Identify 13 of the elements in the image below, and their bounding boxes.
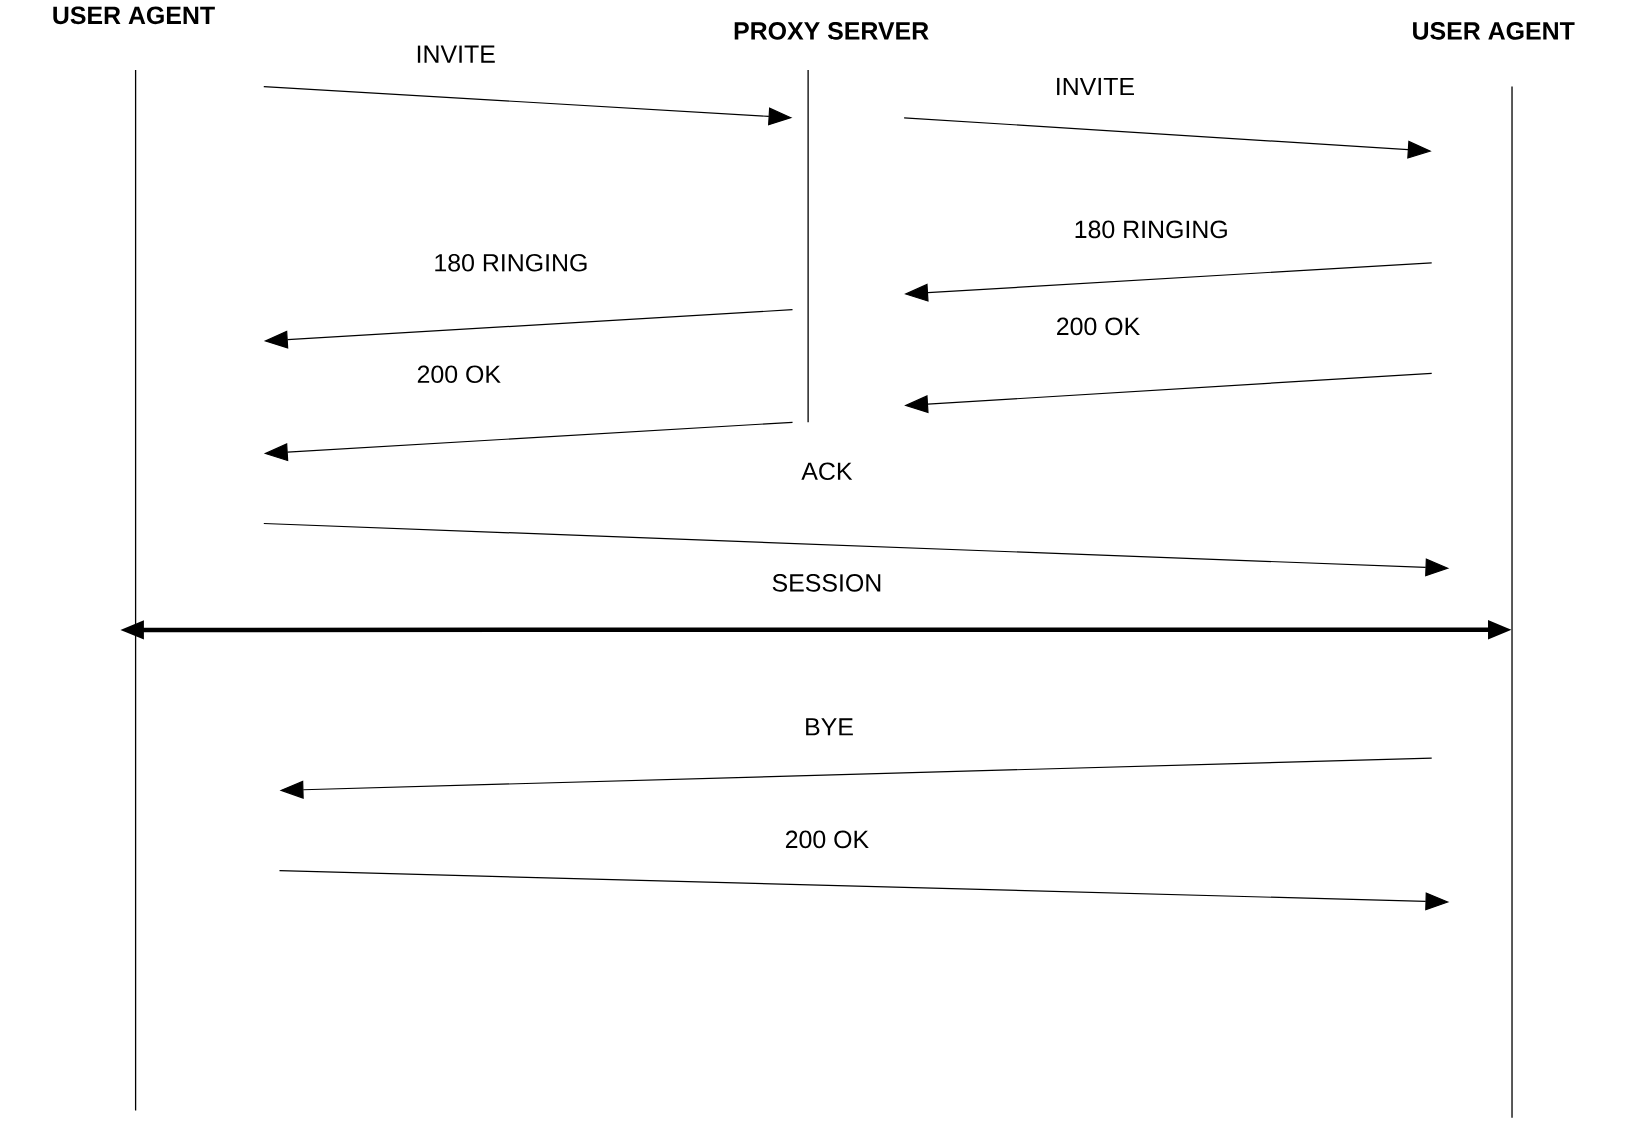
edge-label: INVITE xyxy=(414,44,497,64)
participant-lifeline: USER AGENT xyxy=(1342,22,1635,1119)
edge-label: 200 OK xyxy=(415,364,503,385)
edge-label: 200 OK xyxy=(783,829,871,850)
edge-label: ACK xyxy=(800,461,854,482)
participant-lifeline: PROXY SERVER xyxy=(679,22,983,423)
edge-label: 180 RINGING xyxy=(432,252,590,273)
edge-label: INVITE xyxy=(1053,76,1137,97)
participant-lifeline: USER AGENT xyxy=(0,6,285,1112)
edge-label: 200 OK xyxy=(1054,316,1142,337)
edge-label: BYE xyxy=(803,717,855,737)
edge-label: 180 RINGING xyxy=(1072,219,1230,240)
edge-label: SESSION xyxy=(770,573,884,593)
